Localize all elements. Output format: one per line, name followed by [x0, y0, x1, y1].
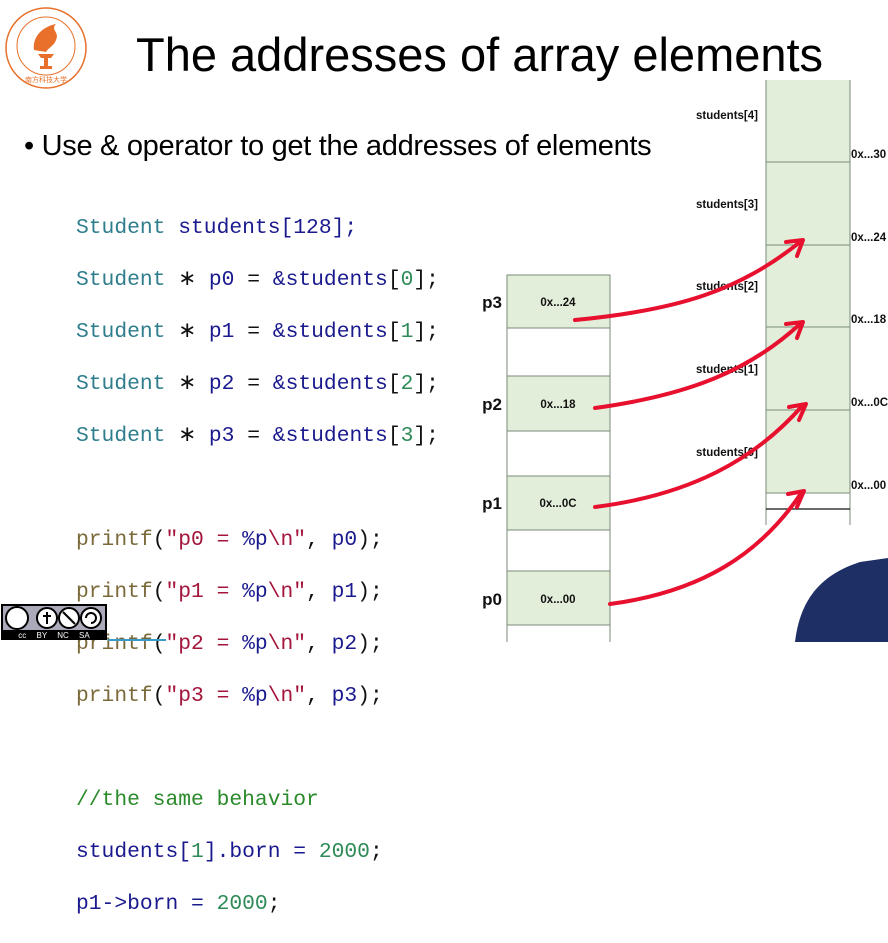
bullet-text: Use & operator to get the addresses of e…	[41, 130, 652, 162]
code-line: printf("p0 = %p\n", p0);	[76, 528, 383, 552]
svg-text:0x...0C: 0x...0C	[539, 498, 576, 510]
element-label: students[4]	[696, 110, 758, 122]
code-line: printf("p1 = %p\n", p1);	[76, 580, 383, 604]
pointer-box-p0: p0 0x...00	[482, 556, 611, 642]
code-line: Student ∗ p2 = &students[2];	[76, 372, 439, 396]
code-line: Student ∗ p0 = &students[0];	[76, 268, 439, 292]
arrow-p1	[593, 403, 805, 509]
footer-line	[108, 639, 166, 641]
memory-diagram: students[4] students[3] students[2] stud…	[482, 80, 888, 642]
code-line: p1->born = 2000;	[76, 892, 281, 916]
address-label: 0x...0C	[851, 397, 888, 409]
address-label: 0x...24	[851, 232, 887, 244]
element-label: students[3]	[696, 199, 758, 211]
license-text: cc BY NC SA	[18, 631, 90, 640]
address-label: 0x...00	[851, 480, 886, 492]
pointer-box-p1: p1 0x...0C	[482, 458, 611, 556]
pointer-box-p2: p2 0x...18	[482, 356, 611, 458]
presenter-silhouette	[795, 558, 888, 642]
slide-title: The addresses of array elements	[136, 28, 824, 81]
arrow-p2	[593, 322, 802, 410]
cc-license-badge: cc BY NC SA	[1, 604, 107, 640]
code-line: Student students[128];	[76, 216, 358, 240]
pointer-box-p3: p3 0x...24	[482, 274, 611, 356]
svg-text:p1: p1	[482, 494, 502, 513]
svg-text:p3: p3	[482, 293, 502, 312]
address-label: 0x...18	[851, 314, 887, 326]
code-comment: //the same behavior	[76, 788, 319, 812]
svg-text:0x...00: 0x...00	[540, 594, 575, 606]
svg-text:0x...24: 0x...24	[540, 297, 576, 309]
code-line: Student ∗ p1 = &students[1];	[76, 320, 439, 344]
bullet-point: • Use & operator to get the addresses of…	[24, 130, 652, 162]
svg-text:南方科技大学: 南方科技大学	[25, 75, 67, 84]
svg-text:p2: p2	[482, 395, 502, 414]
svg-text:0x...18: 0x...18	[540, 399, 576, 411]
arrow-p3	[573, 240, 802, 322]
code-line: Student ∗ p3 = &students[3];	[76, 424, 439, 448]
code-line: printf("p3 = %p\n", p3);	[76, 684, 383, 708]
arrow-p0	[608, 490, 804, 606]
svg-text:p0: p0	[482, 590, 502, 609]
address-label: 0x...30	[851, 149, 886, 161]
university-logo: 南方科技大学	[5, 7, 87, 89]
code-line: students[1].born = 2000;	[76, 840, 383, 864]
